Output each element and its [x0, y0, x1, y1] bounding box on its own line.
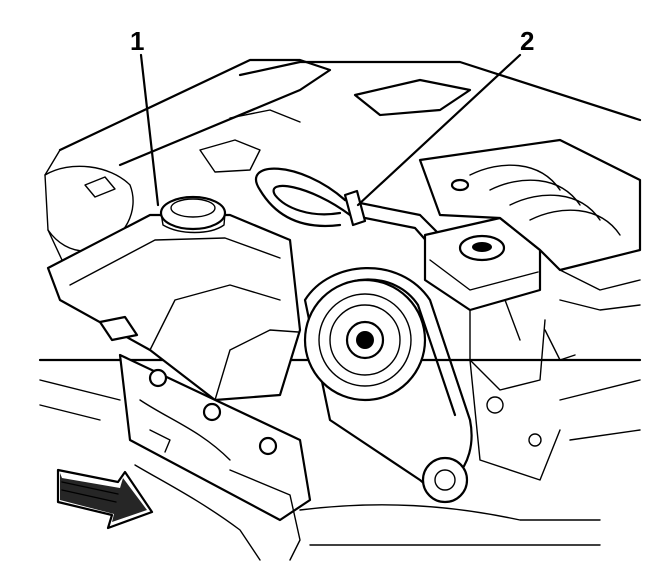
idler-pulley	[421, 456, 469, 504]
pulley	[303, 278, 427, 402]
callout-2-label: 2	[520, 26, 534, 56]
hose-loop	[255, 167, 442, 247]
reservoir-cap	[159, 195, 227, 234]
callout-2-leader	[356, 53, 522, 207]
callout-1-leader	[139, 53, 160, 207]
engine-block	[469, 359, 641, 481]
intake-manifold	[418, 138, 642, 361]
radiator-support	[118, 353, 601, 561]
master-cylinder-reservoir	[423, 216, 546, 391]
coolant-reservoir	[46, 213, 302, 402]
front-direction-arrow	[56, 468, 154, 530]
callout-1-label: 1	[130, 26, 144, 56]
